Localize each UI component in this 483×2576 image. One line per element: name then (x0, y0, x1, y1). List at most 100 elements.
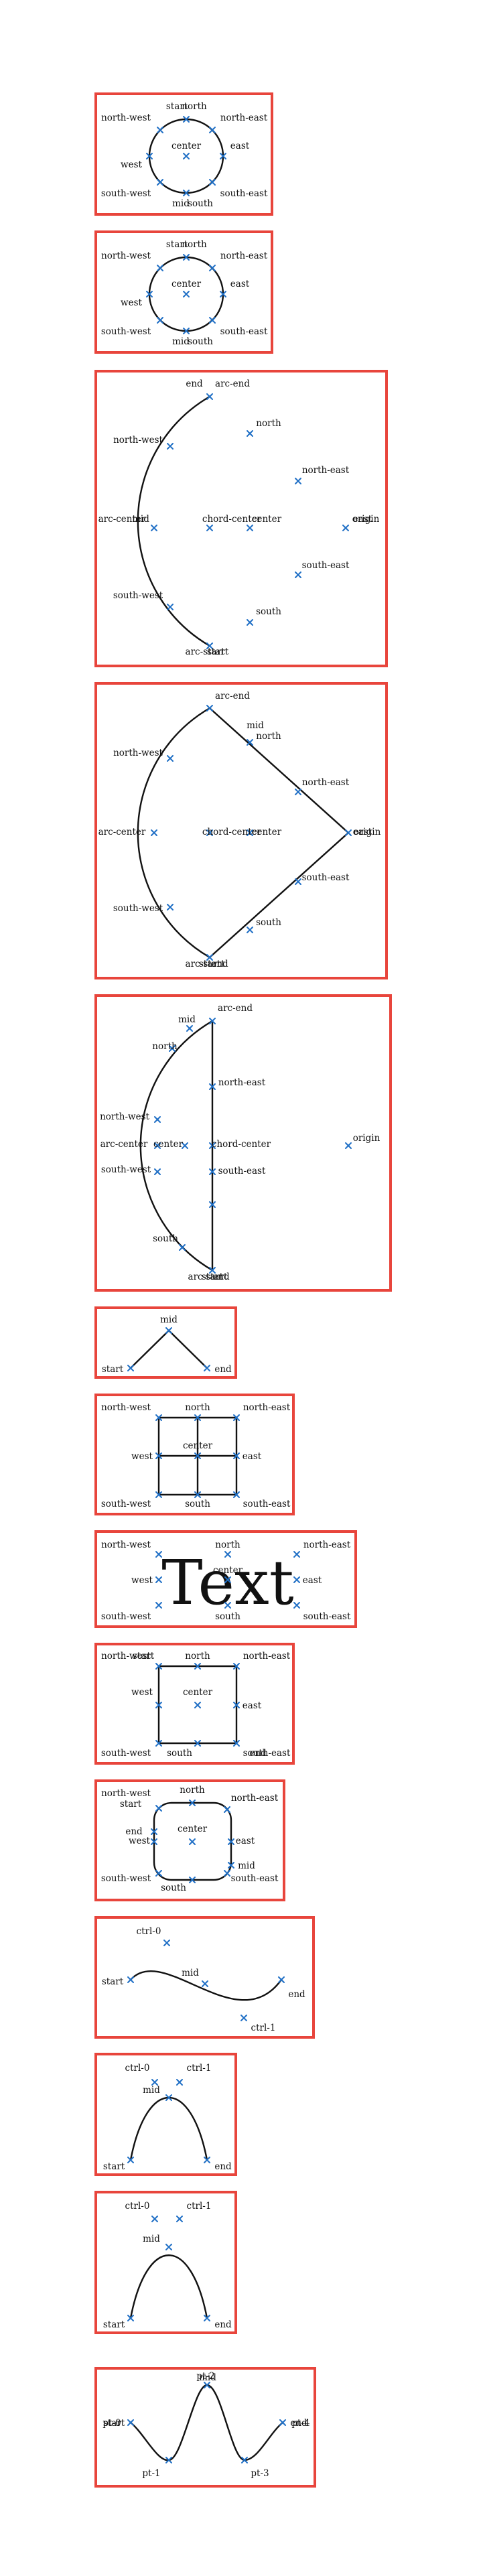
cross-marker-icon (165, 2457, 172, 2463)
cross-marker-icon (194, 1414, 201, 1421)
anchor-label: arc-end (215, 379, 250, 389)
cross-marker-icon (176, 2216, 183, 2222)
anchor-label: north-east (243, 1651, 291, 1662)
anchor-label: north (182, 239, 207, 250)
panel-frame (94, 1306, 237, 1379)
anchor-label: end (290, 2418, 307, 2429)
anchor-label: chord-center (212, 1139, 271, 1150)
anchor-label: south (161, 1883, 186, 1893)
anchor-label: west (121, 297, 142, 308)
anchor-label: west (131, 1687, 153, 1698)
anchor-label: start (207, 647, 229, 657)
anchor-label: pt-1 (142, 2468, 160, 2479)
anchor-label: start (133, 1651, 155, 1662)
anchor-label: pt-2 (196, 2371, 214, 2382)
cubic-bezier-curve (129, 1970, 283, 2001)
anchor-label: chord-center (202, 827, 262, 837)
panel-frame (94, 1779, 285, 1901)
cross-marker-icon (167, 904, 174, 910)
anchor-label: start (166, 101, 188, 112)
anchor-label: mid (143, 2234, 160, 2244)
cross-marker-icon (206, 642, 213, 649)
anchor-label: start (120, 1799, 142, 1810)
anchor-label: ctrl-0 (137, 1926, 161, 1937)
arc-shape (137, 395, 211, 647)
anchor-label: south (188, 336, 213, 347)
anchor-label: east (230, 141, 250, 151)
cross-marker-icon (157, 317, 163, 324)
cross-marker-icon (151, 1838, 157, 1845)
anchor-label: center (252, 827, 282, 837)
anchor-label: north (185, 1402, 210, 1413)
anchor-label: mid (182, 1968, 199, 1978)
cross-marker-icon (345, 829, 352, 836)
bezier-panel-1: ctrl-0 ctrl-1 mid start end (94, 2053, 237, 2176)
anchor-label: north-west (101, 1651, 151, 1662)
anchor-label: north-east (220, 251, 268, 261)
cross-marker-icon (224, 1576, 231, 1583)
anchor-label: south-west (101, 326, 151, 337)
anchor-markers (155, 1551, 300, 1609)
anchor-label: south (188, 198, 213, 209)
cross-marker-icon (127, 1365, 134, 1371)
cross-marker-icon (228, 1838, 234, 1845)
panel-frame (94, 2053, 237, 2176)
cross-marker-icon (157, 265, 163, 271)
bezier-panel-2: ctrl-0 ctrl-1 mid start end (94, 2191, 237, 2334)
cross-marker-icon (204, 2382, 210, 2388)
circle-panel-1: start north north-west north-east center… (94, 92, 273, 216)
anchor-label: arc-start (186, 959, 225, 969)
cross-marker-icon (209, 317, 216, 324)
anchor-label: north (256, 418, 281, 429)
anchor-label: start (102, 1364, 124, 1375)
cross-marker-icon (209, 1142, 216, 1149)
anchor-label: north-west (101, 1788, 151, 1799)
cross-marker-icon (167, 604, 174, 610)
pie-shape (137, 707, 350, 959)
polyline-shape (129, 1329, 208, 1369)
anchor-label: north-east (302, 777, 350, 788)
anchor-label: arc-end (215, 691, 250, 701)
anchor-label: north-west (101, 1540, 151, 1550)
cross-marker-icon (183, 116, 190, 123)
anchor-label: origin (354, 827, 381, 837)
anchor-label: south-west (101, 188, 151, 199)
anchor-label: mid (172, 336, 190, 347)
cross-marker-icon (295, 478, 301, 484)
cross-marker-icon (163, 1940, 170, 1946)
cross-marker-icon (247, 927, 253, 933)
cross-marker-icon (209, 1267, 216, 1274)
cross-marker-icon (233, 1414, 240, 1421)
pie-panel: arc-end mid north north-west north-east … (94, 682, 388, 979)
anchor-label: north-west (101, 113, 151, 123)
cross-marker-icon (157, 127, 163, 133)
text-panel: Text north-west north north-east center … (94, 1530, 357, 1628)
cross-marker-icon (155, 1740, 162, 1747)
anchor-markers (127, 2216, 210, 2321)
closed-arc-panel: arc-end mid north north-east north-west … (94, 994, 392, 1292)
anchor-markers (154, 1018, 352, 1274)
cross-marker-icon (206, 705, 213, 711)
anchor-label: arc-center (100, 1139, 148, 1150)
grid-panel: north-west north north-east center west … (94, 1394, 295, 1515)
anchor-markers (127, 2382, 286, 2463)
anchor-label: south-east (302, 560, 350, 571)
cross-marker-icon (293, 1602, 300, 1609)
panel-frame (94, 2191, 237, 2334)
cross-marker-icon (146, 153, 153, 159)
cross-marker-icon (194, 1663, 201, 1670)
cross-marker-icon (155, 1870, 162, 1877)
cross-marker-icon (233, 1702, 240, 1708)
anchor-label: end (125, 1826, 143, 1837)
cross-marker-icon (209, 265, 216, 271)
anchor-markers (155, 1414, 240, 1498)
cross-marker-icon (233, 1740, 240, 1747)
panel-frame (94, 92, 273, 216)
anchor-label: center (171, 279, 202, 289)
anchor-label: pt-4 (291, 2418, 309, 2429)
anchor-label: start (103, 2319, 125, 2330)
anchor-label: north-east (303, 1540, 351, 1550)
cross-marker-icon (220, 291, 226, 297)
anchor-label: north (152, 1041, 178, 1052)
cross-marker-icon (151, 2079, 158, 2086)
